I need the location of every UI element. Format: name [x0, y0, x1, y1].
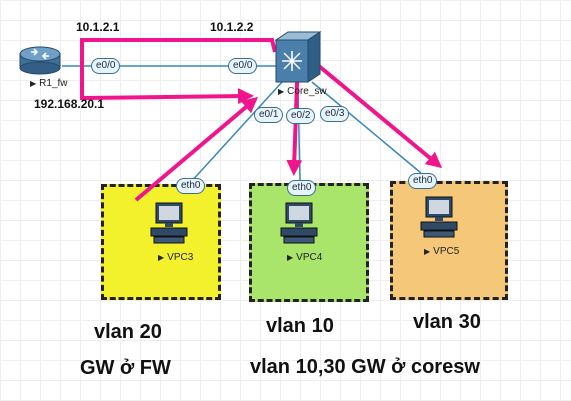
r1-wan-ip: 10.1.2.1: [76, 20, 120, 34]
arrow-switch-loop-to-r1: [80, 38, 277, 105]
r1-lan-ip: 192.168.20.1: [34, 97, 105, 111]
gw-coresw-note: vlan 10,30 GW ở coresw: [250, 356, 480, 378]
gw-fw-note: GW ở FW: [80, 357, 171, 379]
vpc3-eth0-port[interactable]: eth0: [176, 178, 206, 194]
switch-e00-port[interactable]: e0/0: [228, 58, 258, 74]
vpc5-label: ▶VPC5: [424, 246, 460, 257]
link-sw-vpc5: [311, 81, 422, 174]
arrow-switch-to-vpc5: [300, 50, 443, 169]
switch-e03-port[interactable]: e0/3: [320, 106, 350, 122]
computer-icon[interactable]: [418, 196, 460, 240]
vpc3-label: ▶VPC3: [158, 252, 194, 263]
switch-e02-port[interactable]: e0/2: [286, 108, 316, 124]
vpc4-label: ▶VPC4: [287, 252, 323, 263]
vpc4-eth0-port[interactable]: eth0: [287, 180, 317, 196]
vlan30-note: vlan 30: [413, 311, 481, 333]
vlan20-note: vlan 20: [94, 321, 162, 343]
arrow-vpc3-to-switch: [134, 96, 259, 202]
r1-e00-port[interactable]: e0/0: [91, 58, 121, 74]
router-label: ▶R1_fw: [30, 78, 68, 89]
vlan10-note: vlan 10: [266, 315, 334, 337]
vpc5-eth0-port[interactable]: eth0: [408, 173, 438, 189]
router-icon[interactable]: [16, 36, 64, 76]
layer3-switch-icon[interactable]: [272, 30, 322, 86]
computer-icon[interactable]: [148, 202, 190, 246]
link-sw-vpc3: [189, 81, 283, 184]
switch-e01-port[interactable]: e0/1: [254, 107, 284, 123]
computer-icon[interactable]: [278, 202, 320, 246]
switch-ip: 10.1.2.2: [210, 20, 254, 34]
switch-label: ▶Core_sw: [278, 86, 327, 97]
